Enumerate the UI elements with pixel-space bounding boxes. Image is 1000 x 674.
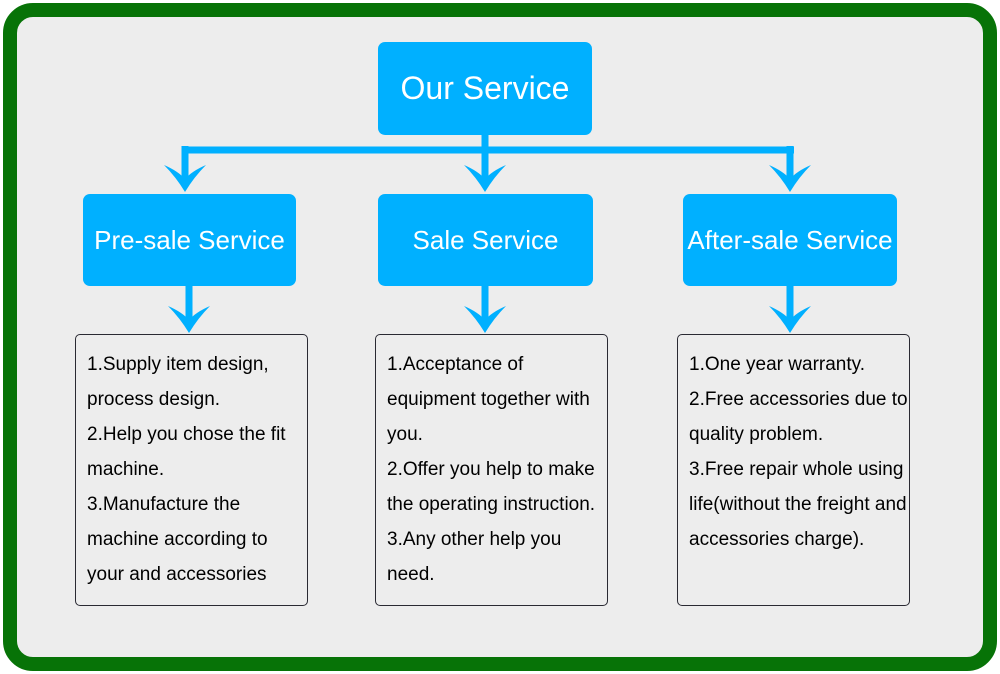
list-item: 1.Acceptance of equipment together with … — [387, 354, 590, 445]
list-item: 2.Free accessories due to quality proble… — [689, 389, 908, 445]
detail-box-sale: 1.Acceptance of equipment together with … — [375, 334, 608, 606]
node-after-sale-service-label: After-sale Service — [687, 224, 893, 255]
node-our-service-label: Our Service — [400, 70, 570, 106]
detail-box-pre-sale: 1.Supply item design, process design. 2.… — [75, 334, 308, 606]
list-item: 3.Free repair whole using life(without t… — [689, 459, 907, 550]
list-item: 2.Offer you help to make the operating i… — [387, 459, 596, 515]
list-item: 1.Supply item design, process design. — [87, 354, 269, 410]
list-item: 1.One year warranty. — [689, 354, 866, 375]
node-after-sale-service: After-sale Service — [683, 194, 897, 286]
node-pre-sale-service-label: Pre-sale Service — [94, 224, 285, 255]
list-item: 3.Manufacture the machine according to y… — [87, 494, 268, 585]
node-pre-sale-service: Pre-sale Service — [83, 194, 296, 286]
node-our-service: Our Service — [378, 42, 592, 135]
node-sale-service: Sale Service — [378, 194, 593, 286]
list-item: 3.Any other help you need. — [387, 529, 562, 585]
detail-box-after-sale: 1.One year warranty. 2.Free accessories … — [677, 334, 910, 606]
list-item: 2.Help you chose the fit machine. — [87, 424, 286, 480]
node-sale-service-label: Sale Service — [412, 224, 559, 255]
